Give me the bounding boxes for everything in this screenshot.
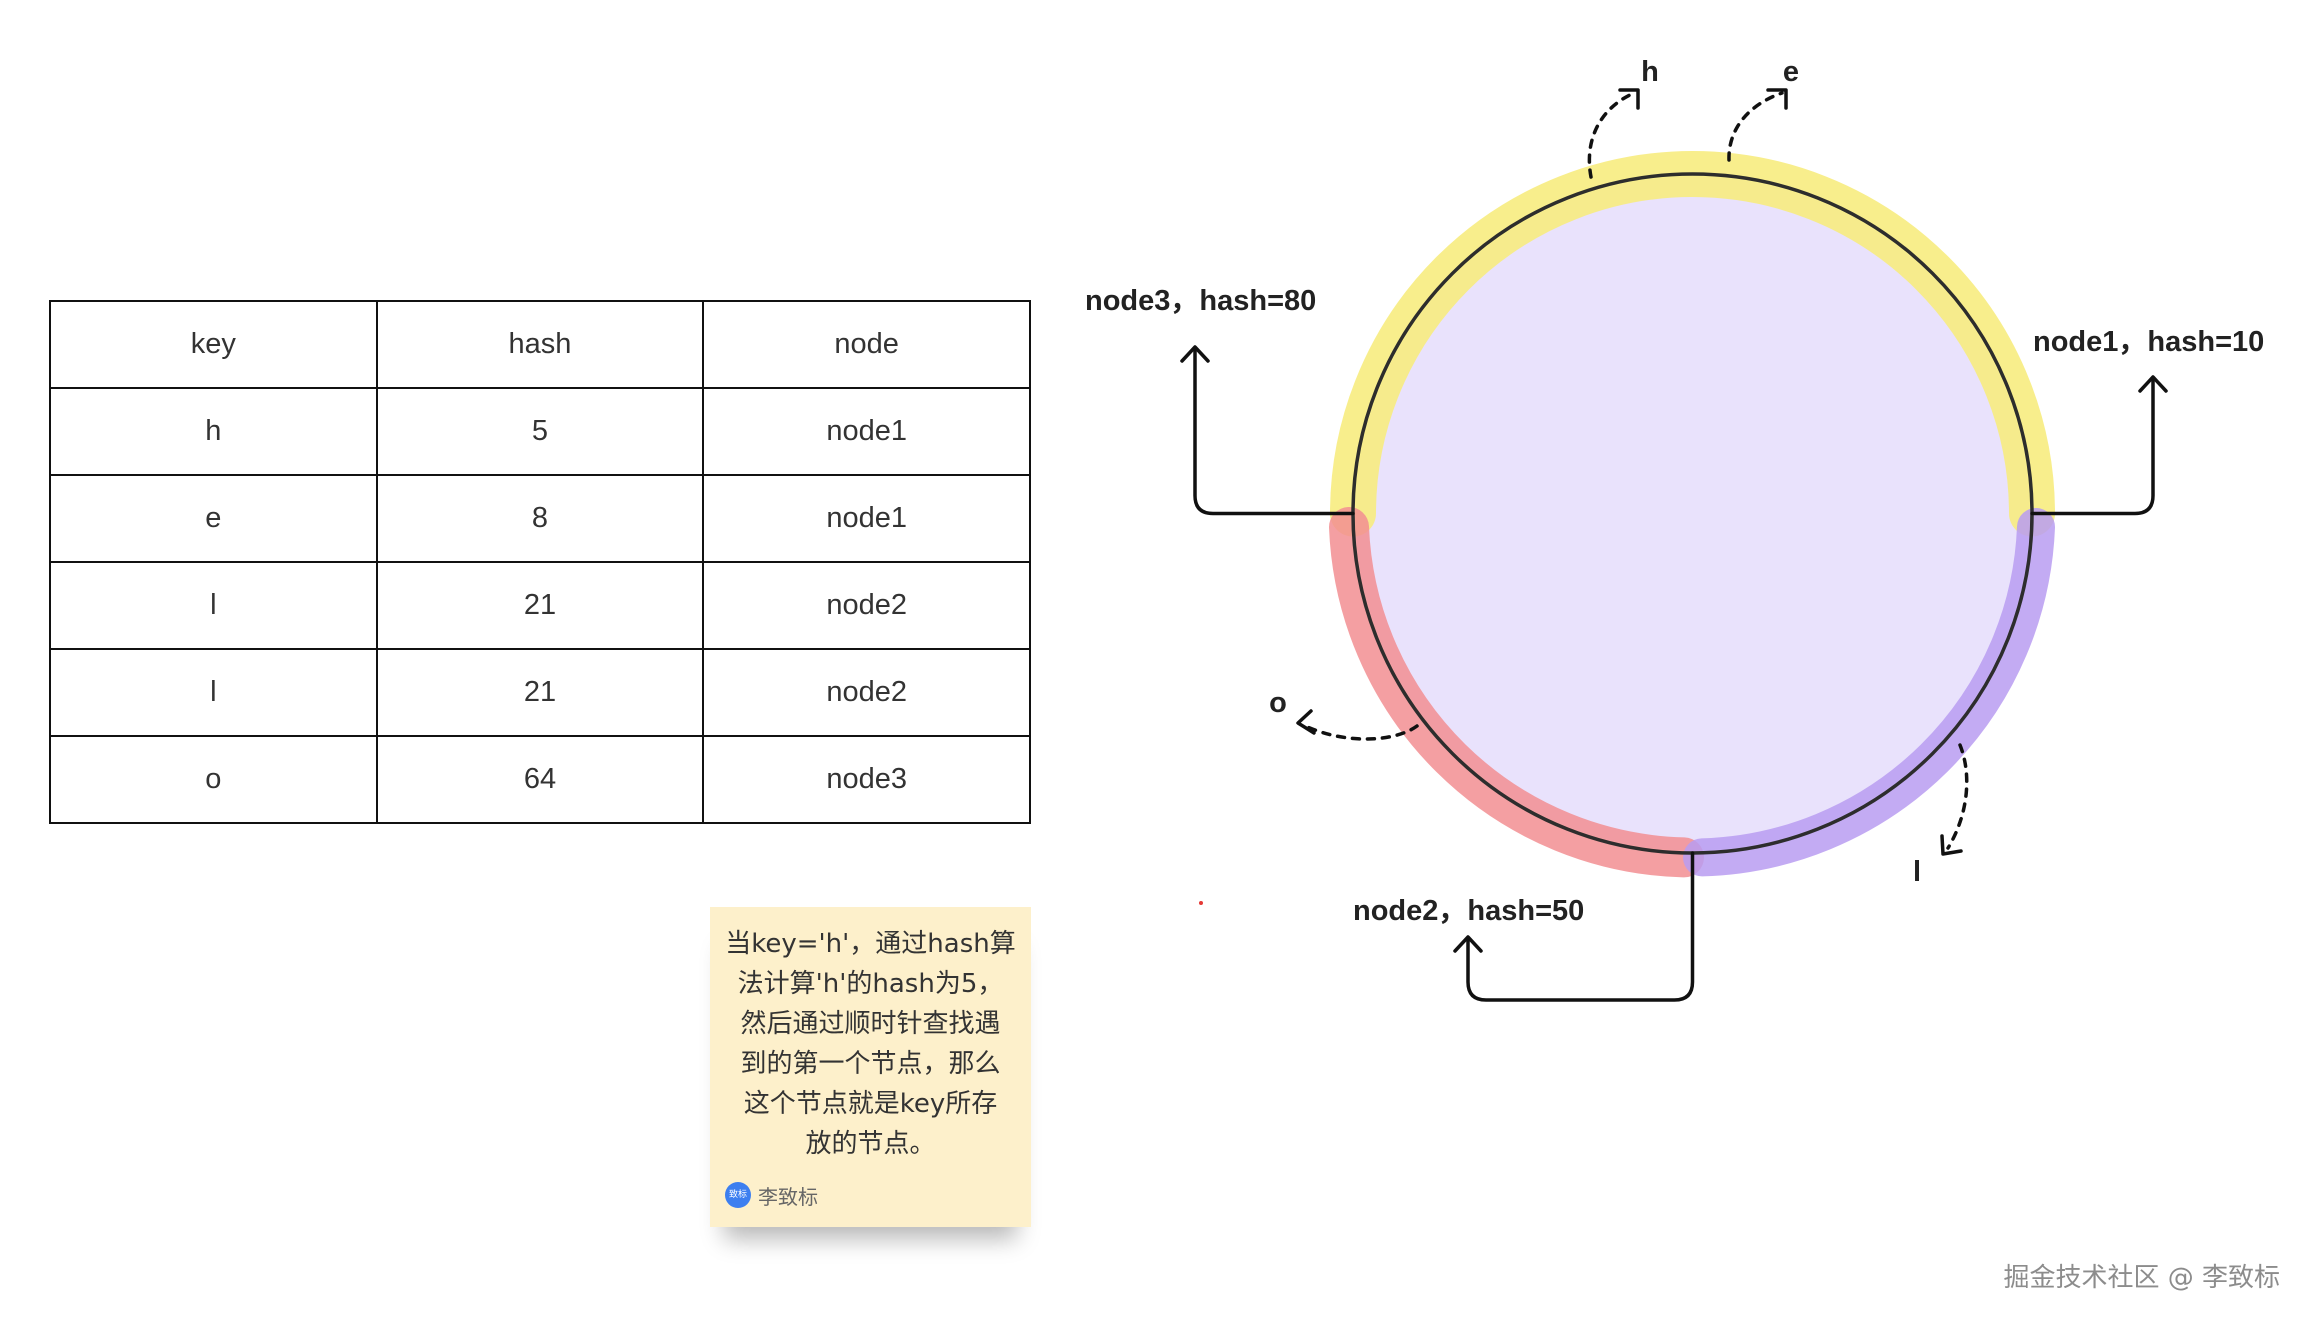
table-cell: l bbox=[49, 648, 378, 737]
note-line: 然后通过顺时针查找遇 bbox=[740, 1009, 1001, 1039]
key-h-label: h bbox=[1641, 56, 1659, 88]
table-cell: node3 bbox=[702, 735, 1031, 824]
note-line: 到的第一个节点，那么 bbox=[740, 1049, 1001, 1079]
table-row: o 64 node3 bbox=[49, 735, 1031, 824]
ring-fill bbox=[1355, 176, 2030, 851]
node1-label: node1，hash=10 bbox=[2033, 326, 2264, 358]
key-o-arrowhead-icon bbox=[1296, 709, 1316, 735]
key-h-pointer bbox=[1587, 91, 1636, 179]
author-name: 李致标 bbox=[758, 1184, 818, 1209]
note-line: 这个节点就是key所存 bbox=[743, 1089, 998, 1119]
table-cell: o bbox=[49, 735, 378, 824]
table-cell: node2 bbox=[702, 561, 1031, 650]
table-cell: h bbox=[49, 387, 378, 476]
avatar: 致标 bbox=[725, 1182, 751, 1208]
node3-pointer-line bbox=[1193, 347, 1355, 516]
table-header-cell: hash bbox=[375, 300, 705, 389]
note-line: 放的节点。 bbox=[805, 1129, 936, 1159]
table-cell: 64 bbox=[375, 735, 705, 824]
key-o-pointer bbox=[1301, 723, 1419, 741]
key-e-arrowhead-icon bbox=[1766, 88, 1788, 110]
note-line: 法计算'h'的hash为5， bbox=[737, 969, 1004, 999]
table-row: h 5 node1 bbox=[49, 387, 1031, 476]
sticky-note: 当key='h'，通过hash算 法计算'h'的hash为5， 然后通过顺时针查… bbox=[710, 907, 1031, 1227]
node2-label: node2，hash=50 bbox=[1353, 895, 1584, 927]
table-row: l 21 node2 bbox=[49, 561, 1031, 650]
stray-red-dot bbox=[1199, 901, 1203, 905]
node1-pointer-line bbox=[2030, 377, 2155, 516]
note-line: 当key='h'，通过hash算 bbox=[725, 929, 1016, 959]
table-header-cell: key bbox=[49, 300, 378, 389]
key-o-label: o bbox=[1269, 687, 1287, 719]
table-cell: 21 bbox=[375, 561, 705, 650]
node1-arrowhead-icon bbox=[2138, 375, 2168, 393]
key-l-arrowhead-icon bbox=[1940, 834, 1963, 856]
key-l-label: l bbox=[1913, 856, 1921, 888]
key-hash-node-table: key hash node h 5 node1 e 8 node1 l 21 n… bbox=[49, 300, 1031, 824]
table-cell: 8 bbox=[375, 474, 705, 563]
table-header-row: key hash node bbox=[49, 300, 1031, 389]
key-h-arrowhead-icon bbox=[1618, 88, 1640, 110]
table-cell: node2 bbox=[702, 648, 1031, 737]
table-cell: 21 bbox=[375, 648, 705, 737]
table-row: e 8 node1 bbox=[49, 474, 1031, 563]
node2-range-band bbox=[1683, 508, 2055, 877]
node3-range-band bbox=[1329, 507, 1704, 878]
table-header-cell: node bbox=[702, 300, 1031, 389]
table-cell: 5 bbox=[375, 387, 705, 476]
key-l-pointer bbox=[1946, 743, 1969, 850]
note-author: 致标 李致标 bbox=[725, 1182, 818, 1209]
node2-arrowhead-icon bbox=[1453, 935, 1483, 953]
node2-pointer-line bbox=[1466, 851, 1695, 1002]
table-cell: e bbox=[49, 474, 378, 563]
table-cell: node1 bbox=[702, 474, 1031, 563]
node3-arrowhead-icon bbox=[1180, 345, 1210, 363]
table-row: l 21 node2 bbox=[49, 648, 1031, 737]
key-e-label: e bbox=[1783, 56, 1799, 88]
table-cell: node1 bbox=[702, 387, 1031, 476]
watermark: 掘金技术社区 @ 李致标 bbox=[2003, 1263, 2280, 1293]
node3-label: node3，hash=80 bbox=[1085, 285, 1316, 317]
table-cell: l bbox=[49, 561, 378, 650]
key-e-pointer bbox=[1727, 91, 1784, 162]
